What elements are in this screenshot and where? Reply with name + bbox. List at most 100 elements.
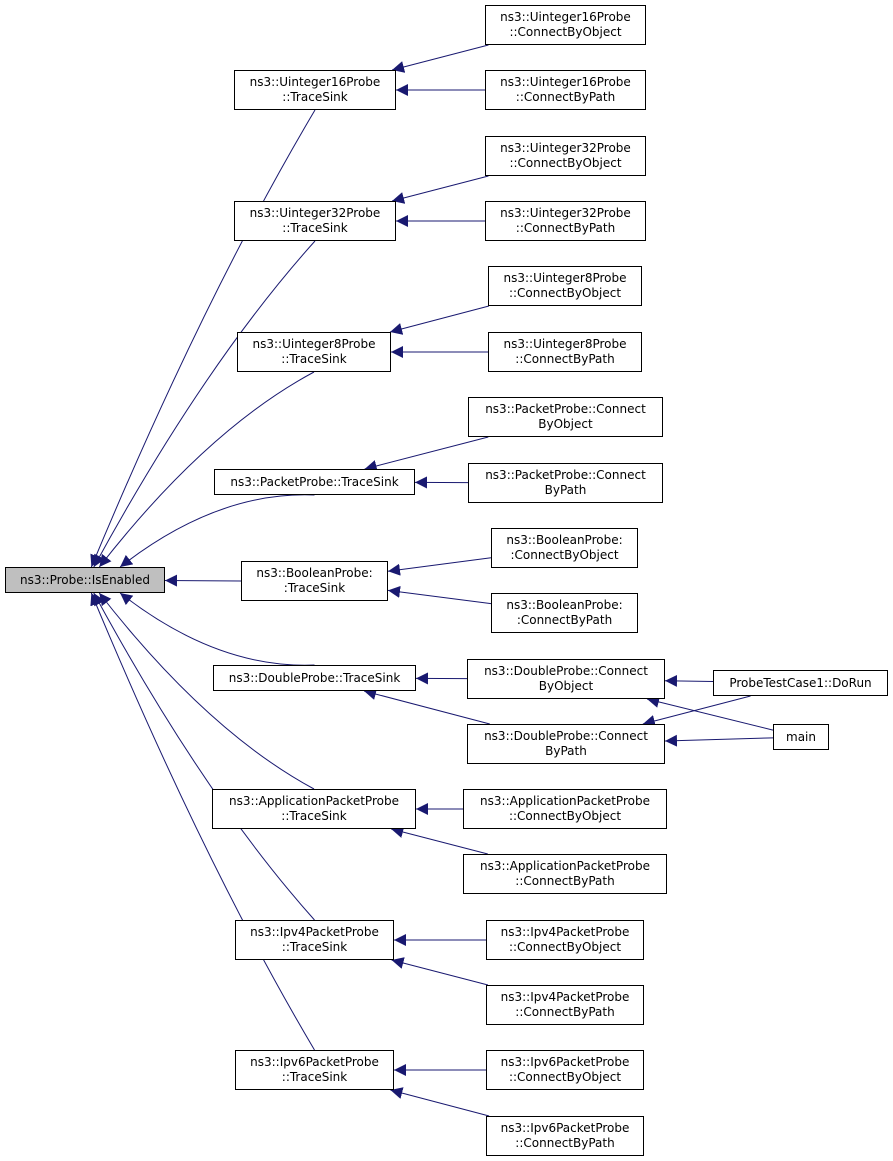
node-uinteger32probe-connectbypath[interactable]: ns3::Uinteger32Probe ::ConnectByPath [485, 201, 646, 241]
node-label-line: ns3::ApplicationPacketProbe [480, 859, 650, 873]
node-packetprobe-tracesink[interactable]: ns3::PacketProbe::TraceSink [214, 469, 415, 495]
edge-u8_obj-to-u8_ts [389, 305, 490, 335]
node-label-line: ns3::Uinteger32Probe [500, 206, 631, 220]
node-uinteger16probe-connectbyobject[interactable]: ns3::Uinteger16Probe ::ConnectByObject [485, 5, 646, 45]
node-label-line: ns3::DoubleProbe::TraceSink [228, 670, 401, 685]
node-ipv4packetprobe-connectbyobject[interactable]: ns3::Ipv4PacketProbe ::ConnectByObject [486, 920, 644, 960]
node-ipv4packetprobe-connectbypath[interactable]: ns3::Ipv4PacketProbe ::ConnectByPath [486, 985, 644, 1025]
node-label-line: ::ConnectByPath [515, 352, 615, 366]
edge-dorun-to-dbl_path [642, 695, 751, 727]
node-label-line: ns3::BooleanProbe: [256, 566, 373, 580]
node-label-line: ::TraceSink [281, 809, 347, 823]
node-booleanprobe-connectbypath[interactable]: ns3::BooleanProbe: :ConnectByPath [491, 593, 638, 633]
node-uinteger32probe-connectbyobject[interactable]: ns3::Uinteger32Probe ::ConnectByObject [485, 136, 646, 176]
node-uinteger8probe-connectbyobject[interactable]: ns3::Uinteger8Probe ::ConnectByObject [488, 266, 642, 306]
edge-pkt_obj-to-pkt_ts [364, 436, 489, 472]
node-packetprobe-connectbypath[interactable]: ns3::PacketProbe::Connect ByPath [468, 463, 663, 503]
node-applicationpacketprobe-connectbyobject[interactable]: ns3::ApplicationPacketProbe ::ConnectByO… [463, 789, 667, 829]
node-label-line: ns3::BooleanProbe: [506, 533, 623, 547]
node-label-line: ns3::Uinteger8Probe [503, 337, 627, 351]
node-ipv4packetprobe-tracesink[interactable]: ns3::Ipv4PacketProbe ::TraceSink [235, 920, 394, 960]
node-uinteger16probe-connectbypath[interactable]: ns3::Uinteger16Probe ::ConnectByPath [485, 70, 646, 110]
node-uinteger32probe-tracesink[interactable]: ns3::Uinteger32Probe ::TraceSink [234, 201, 396, 241]
edge-u16_ts-to-root [90, 109, 316, 568]
node-label-line: ns3::DoubleProbe::Connect [484, 729, 648, 743]
node-label-line: ::TraceSink [282, 90, 348, 104]
node-label-line: ::TraceSink [281, 352, 347, 366]
node-uinteger8probe-connectbypath[interactable]: ns3::Uinteger8Probe ::ConnectByPath [488, 332, 642, 372]
node-label-line: ns3::Uinteger32Probe [500, 141, 631, 155]
node-label-line: ::ConnectByObject [509, 156, 622, 170]
node-label-line: ns3::Ipv4PacketProbe [250, 925, 379, 939]
node-label-line: ns3::DoubleProbe::Connect [484, 664, 648, 678]
node-main[interactable]: main [773, 724, 829, 750]
node-uinteger16probe-tracesink[interactable]: ns3::Uinteger16Probe ::TraceSink [234, 70, 396, 110]
node-packetprobe-connectbyobject[interactable]: ns3::PacketProbe::Connect ByObject [468, 397, 663, 437]
node-label-line: ::ConnectByPath [515, 221, 616, 235]
node-doubleprobe-tracesink[interactable]: ns3::DoubleProbe::TraceSink [213, 665, 416, 691]
node-label-line: ::ConnectByPath [515, 90, 616, 104]
node-label-line: ns3::Uinteger8Probe [252, 337, 376, 351]
edge-u8_ts-to-root [98, 371, 315, 568]
node-label-line: ns3::Uinteger16Probe [500, 10, 631, 24]
edge-dbl_path-to-dbl_ts [363, 688, 490, 725]
node-label-line: ::ConnectByPath [515, 874, 615, 888]
edge-app_path-to-app_ts [391, 826, 488, 855]
node-label-line: ns3::Uinteger32Probe [249, 206, 381, 220]
node-label-line: ns3::PacketProbe::TraceSink [230, 474, 399, 489]
node-label-line: ns3::BooleanProbe: [506, 598, 623, 612]
edge-ip4_ts-to-root [93, 592, 315, 921]
node-label-line: ByObject [538, 679, 594, 693]
node-label-line: ns3::PacketProbe::Connect [485, 402, 646, 416]
node-label-line: :ConnectByObject [510, 548, 619, 562]
node-label-line: ::ConnectByObject [508, 1070, 622, 1084]
edge-ip6_path-to-ip6_ts [390, 1087, 490, 1117]
node-label-line: ByObject [538, 417, 593, 431]
node-label-line: ns3::Uinteger16Probe [249, 75, 381, 89]
node-ipv6packetprobe-tracesink[interactable]: ns3::Ipv6PacketProbe ::TraceSink [235, 1050, 394, 1090]
node-label-line: ::ConnectByPath [515, 1005, 615, 1019]
node-label-line: ns3::Ipv4PacketProbe [500, 990, 630, 1004]
edge-main-to-dbl_path [664, 734, 774, 747]
node-label-line: ::ConnectByObject [508, 940, 622, 954]
node-doubleprobe-connectbyobject[interactable]: ns3::DoubleProbe::Connect ByObject [467, 659, 665, 699]
edge-bool_obj-to-bool_ts [387, 557, 492, 576]
node-label-line: ns3::ApplicationPacketProbe [480, 794, 650, 808]
edge-dorun-to-dbl_obj [664, 674, 714, 687]
node-label-line: ::ConnectByObject [508, 286, 622, 300]
node-label-line: ns3::Ipv4PacketProbe [500, 925, 630, 939]
node-label-line: ::ConnectByObject [509, 25, 622, 39]
node-label-line: ::TraceSink [282, 221, 348, 235]
edge-ip4_path-to-ip4_ts [391, 957, 489, 986]
node-label-line: :ConnectByPath [516, 613, 613, 627]
node-label-line: ::ConnectByObject [508, 809, 622, 823]
node-label-line: ns3::PacketProbe::Connect [485, 468, 646, 482]
node-label-line: ns3::ApplicationPacketProbe [229, 794, 399, 808]
node-uinteger8probe-tracesink[interactable]: ns3::Uinteger8Probe ::TraceSink [237, 332, 391, 372]
node-label-line: ns3::Uinteger16Probe [500, 75, 631, 89]
node-booleanprobe-connectbyobject[interactable]: ns3::BooleanProbe: :ConnectByObject [491, 528, 638, 568]
node-label-line: ns3::Ipv6PacketProbe [250, 1055, 379, 1069]
edge-ip6_ts-to-root [90, 592, 315, 1051]
node-label-line: ns3::Probe::IsEnabled [20, 572, 150, 587]
node-probetestcase1-dorun[interactable]: ProbeTestCase1::DoRun [713, 670, 888, 696]
node-label-line: ::ConnectByPath [515, 1136, 615, 1150]
node-label-line: ns3::Ipv6PacketProbe [500, 1121, 630, 1135]
node-applicationpacketprobe-connectbypath[interactable]: ns3::ApplicationPacketProbe ::ConnectByP… [463, 854, 667, 894]
node-label-line: ByPath [544, 483, 587, 497]
node-doubleprobe-connectbypath[interactable]: ns3::DoubleProbe::Connect ByPath [467, 724, 665, 764]
node-ipv6packetprobe-connectbyobject[interactable]: ns3::Ipv6PacketProbe ::ConnectByObject [486, 1050, 644, 1090]
node-booleanprobe-tracesink[interactable]: ns3::BooleanProbe: :TraceSink [241, 561, 388, 601]
node-label-line: ::TraceSink [281, 1070, 348, 1084]
edge-u16_obj-to-u16_ts [391, 44, 489, 73]
edge-u32_ts-to-root [93, 240, 316, 568]
node-label-line: ProbeTestCase1::DoRun [729, 675, 872, 690]
node-ipv6packetprobe-connectbypath[interactable]: ns3::Ipv6PacketProbe ::ConnectByPath [486, 1116, 644, 1156]
node-applicationpacketprobe-tracesink[interactable]: ns3::ApplicationPacketProbe ::TraceSink [212, 789, 416, 829]
edge-u32_obj-to-u32_ts [391, 175, 489, 204]
edge-pkt_ts-to-root [119, 494, 315, 568]
edge-dbl_ts-to-root [119, 592, 315, 666]
edge-bool_path-to-bool_ts [387, 585, 492, 605]
node-label-line: ::TraceSink [281, 940, 348, 954]
